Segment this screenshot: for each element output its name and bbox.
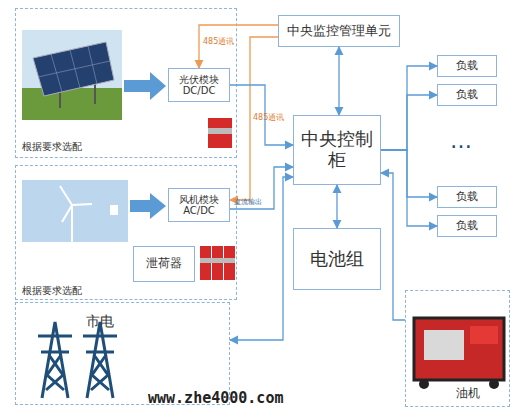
node-text: 中央控制柜 xyxy=(294,129,380,170)
connector xyxy=(230,85,293,145)
node-text: 光伏模块 DC/DC xyxy=(169,74,229,97)
load-box: 负载 xyxy=(437,186,497,208)
monitor-box: 中央监控管理单元 xyxy=(278,15,400,47)
surge-band xyxy=(200,258,235,263)
load-box: 负载 xyxy=(437,55,497,77)
generator-frame xyxy=(414,318,504,380)
ellipsis: … xyxy=(450,128,472,153)
generator-engine xyxy=(424,330,464,360)
panel-grid xyxy=(38,61,110,77)
pylon-arm xyxy=(86,351,114,354)
option-group: 根据要求选配 风机模块 AC/DC 泄荷器 xyxy=(15,165,237,300)
edge-label: 直流输出 xyxy=(234,197,262,207)
connector xyxy=(199,25,278,68)
node-text: 负载 xyxy=(456,220,478,233)
flow-arrow xyxy=(124,72,166,100)
node-text: 根据要求选配 xyxy=(22,141,82,153)
module-box: 风机模块 AC/DC xyxy=(168,188,230,222)
watermark: www.zhe4000.com xyxy=(148,389,283,407)
surge-body xyxy=(208,118,232,148)
generator-tank xyxy=(470,326,498,344)
connector xyxy=(381,150,437,226)
node-text: 负载 xyxy=(456,60,478,73)
connector xyxy=(230,167,293,209)
flow-arrow xyxy=(130,193,166,219)
battery-box: 电池组 xyxy=(293,228,381,290)
surge-band xyxy=(208,128,232,134)
wind-turbine-photo xyxy=(22,180,128,242)
node-text: 风机模块 AC/DC xyxy=(169,194,229,217)
generator-wheel xyxy=(489,379,499,389)
surge-protector xyxy=(208,118,232,148)
pylon-arm xyxy=(38,335,72,338)
connector xyxy=(381,66,437,150)
connector xyxy=(230,177,293,340)
pylon-brace xyxy=(46,355,63,390)
pylon-brace xyxy=(92,355,109,390)
photo-grass xyxy=(22,88,122,120)
module-box: 光伏模块 DC/DC xyxy=(168,68,230,102)
pylon-frame xyxy=(87,322,113,398)
turbine-tower xyxy=(71,205,73,242)
pylon-brace xyxy=(47,355,64,390)
turbine-blade xyxy=(62,205,72,222)
connector xyxy=(381,173,405,320)
solar-panel-photo xyxy=(22,30,122,120)
pylon-brace xyxy=(91,355,108,390)
turbine-blade xyxy=(72,204,92,205)
pylon-frame xyxy=(42,322,68,398)
connector xyxy=(381,95,437,150)
generator-wheel xyxy=(419,379,429,389)
load-box: 负载 xyxy=(437,215,497,237)
generator-image xyxy=(414,318,504,389)
node-text: 中央监控管理单元 xyxy=(287,24,391,39)
node-text: 电池组 xyxy=(310,249,364,270)
photo-sky xyxy=(22,30,122,120)
connector xyxy=(381,150,437,197)
power-pylon xyxy=(38,322,72,398)
turbine-vane xyxy=(110,205,118,215)
connector xyxy=(338,47,339,115)
pylon-arm xyxy=(83,335,117,338)
node-text: 市电 xyxy=(86,313,114,329)
turbine-blade xyxy=(60,186,72,205)
power-pylon xyxy=(83,322,117,398)
node-text: 负载 xyxy=(456,191,478,204)
option-group: 根据要求选配 光伏模块 DC/DC xyxy=(15,8,237,158)
generator-group: 油机 xyxy=(405,290,510,407)
node-text: 油机 xyxy=(456,387,480,401)
node-text: 负载 xyxy=(456,89,478,102)
pylon-arm xyxy=(41,351,69,354)
edge-label: 485通讯 xyxy=(203,36,234,47)
connector xyxy=(336,185,337,228)
load-box: 负载 xyxy=(437,84,497,106)
photo-sky xyxy=(22,180,128,242)
node-text: 泄荷器 xyxy=(146,257,182,271)
controller-box: 中央控制柜 xyxy=(293,115,381,185)
surge-protector xyxy=(200,246,235,280)
solar-panel xyxy=(33,42,114,96)
edge-label: 485通讯 xyxy=(253,112,284,123)
dump-load-box: 泄荷器 xyxy=(133,246,195,282)
node-text: 根据要求选配 xyxy=(22,285,82,297)
